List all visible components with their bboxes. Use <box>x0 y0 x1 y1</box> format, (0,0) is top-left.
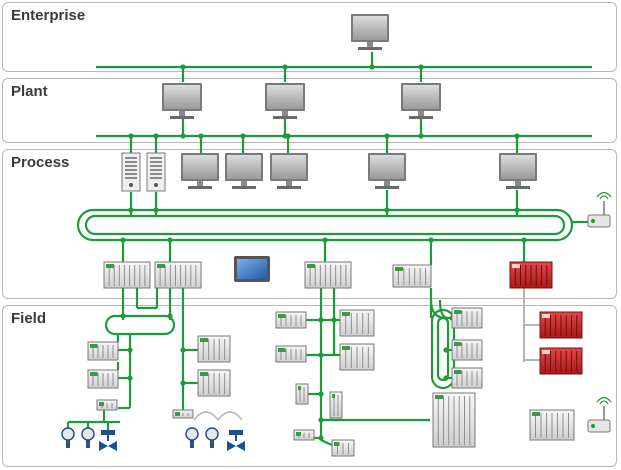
monitor-icon <box>181 153 219 189</box>
monitor-icon <box>162 83 202 119</box>
field-layer-title: Field <box>11 310 47 327</box>
junction-dot <box>443 347 449 353</box>
junction-dot <box>318 435 324 441</box>
plc-rack-icon <box>529 409 575 441</box>
wireless-link <box>523 288 540 362</box>
junction-dot <box>331 317 337 323</box>
devices <box>61 14 612 457</box>
plc-rack-icon <box>329 391 343 419</box>
junction-dot <box>318 317 324 323</box>
junction-dot <box>180 133 186 139</box>
wireless-antenna-icon <box>587 191 612 228</box>
plc-rack-icon <box>392 264 432 288</box>
plc-rack-icon <box>451 307 483 329</box>
junction-dot <box>120 237 126 243</box>
junction-dot <box>514 133 520 139</box>
plc-rack-icon <box>451 339 483 361</box>
monitor-icon <box>351 14 389 50</box>
junction-dot <box>180 64 186 70</box>
monitor-icon <box>225 153 263 189</box>
transmitter-icon <box>81 427 95 448</box>
junction-dot <box>198 133 204 139</box>
plc-rack-icon <box>172 409 194 419</box>
plc-rack-icon <box>339 343 375 371</box>
junction-dot <box>369 64 375 70</box>
transmitter-icon <box>61 427 75 448</box>
transmitter-icon <box>205 427 219 448</box>
junction-dot <box>418 64 424 70</box>
valve-icon <box>227 430 245 451</box>
monitor-icon <box>270 153 308 189</box>
plc-rack-icon <box>197 369 231 397</box>
server-tower-icon <box>146 152 166 192</box>
junction-dot <box>318 391 324 397</box>
red-plc-rack-icon <box>509 261 553 289</box>
plc-rack-icon <box>293 429 315 441</box>
plc-rack-icon <box>432 392 476 448</box>
junction-dot <box>514 207 520 213</box>
junction-dot <box>443 375 449 381</box>
junction-dot <box>167 237 173 243</box>
monitor-icon <box>368 153 406 189</box>
monitor-icon <box>499 153 537 189</box>
junction-dot <box>128 133 134 139</box>
plc-rack-icon <box>154 261 202 289</box>
transmitter-icon <box>185 427 199 448</box>
junction-dot <box>128 207 134 213</box>
junction-dot <box>318 352 324 358</box>
plc-rack-icon <box>87 341 119 361</box>
plc-rack-icon <box>87 369 119 389</box>
junction-dots <box>120 64 527 441</box>
red-plc-rack-icon <box>539 311 583 339</box>
network-cabling <box>66 52 592 447</box>
enterprise-layer-title: Enterprise <box>11 7 86 24</box>
junction-dot <box>322 237 328 243</box>
plc-rack-icon <box>197 335 231 363</box>
junction-dot <box>120 313 126 319</box>
plc-rack-icon <box>96 399 118 411</box>
plc-rack-icon <box>275 311 307 329</box>
wireless-antenna-icon <box>587 396 612 433</box>
junction-dot <box>521 237 527 243</box>
plc-rack-icon <box>331 439 355 457</box>
server-tower-icon <box>121 152 141 192</box>
process-layer-title: Process <box>11 154 70 171</box>
plant-layer: Plant <box>2 78 617 143</box>
junction-dot <box>285 133 291 139</box>
junction-dot <box>318 417 324 423</box>
junction-dot <box>384 207 390 213</box>
junction-dot <box>153 133 159 139</box>
red-plc-rack-icon <box>539 347 583 375</box>
plc-rack-icon <box>295 383 309 405</box>
plc-rack-icon <box>339 309 375 337</box>
junction-dot <box>167 313 173 319</box>
junction-dot <box>282 64 288 70</box>
plc-rack-icon <box>304 261 352 289</box>
junction-dot <box>180 380 186 386</box>
plant-layer-title: Plant <box>11 83 48 100</box>
monitor-icon <box>265 83 305 119</box>
plc-rack-icon <box>103 261 151 289</box>
junction-dot <box>428 237 434 243</box>
junction-dot <box>418 133 424 139</box>
valve-icon <box>99 430 117 451</box>
junction-dot <box>127 347 133 353</box>
plc-rack-icon <box>275 345 307 363</box>
junction-dot <box>240 133 246 139</box>
junction-dot <box>384 133 390 139</box>
hmi-panel-icon <box>234 256 270 282</box>
plc-rack-icon <box>451 367 483 389</box>
monitor-icon <box>401 83 441 119</box>
junction-dot <box>153 207 159 213</box>
junction-dot <box>127 375 133 381</box>
enterprise-layer: Enterprise <box>2 2 617 72</box>
junction-dot <box>180 347 186 353</box>
wireless-path <box>193 411 243 422</box>
